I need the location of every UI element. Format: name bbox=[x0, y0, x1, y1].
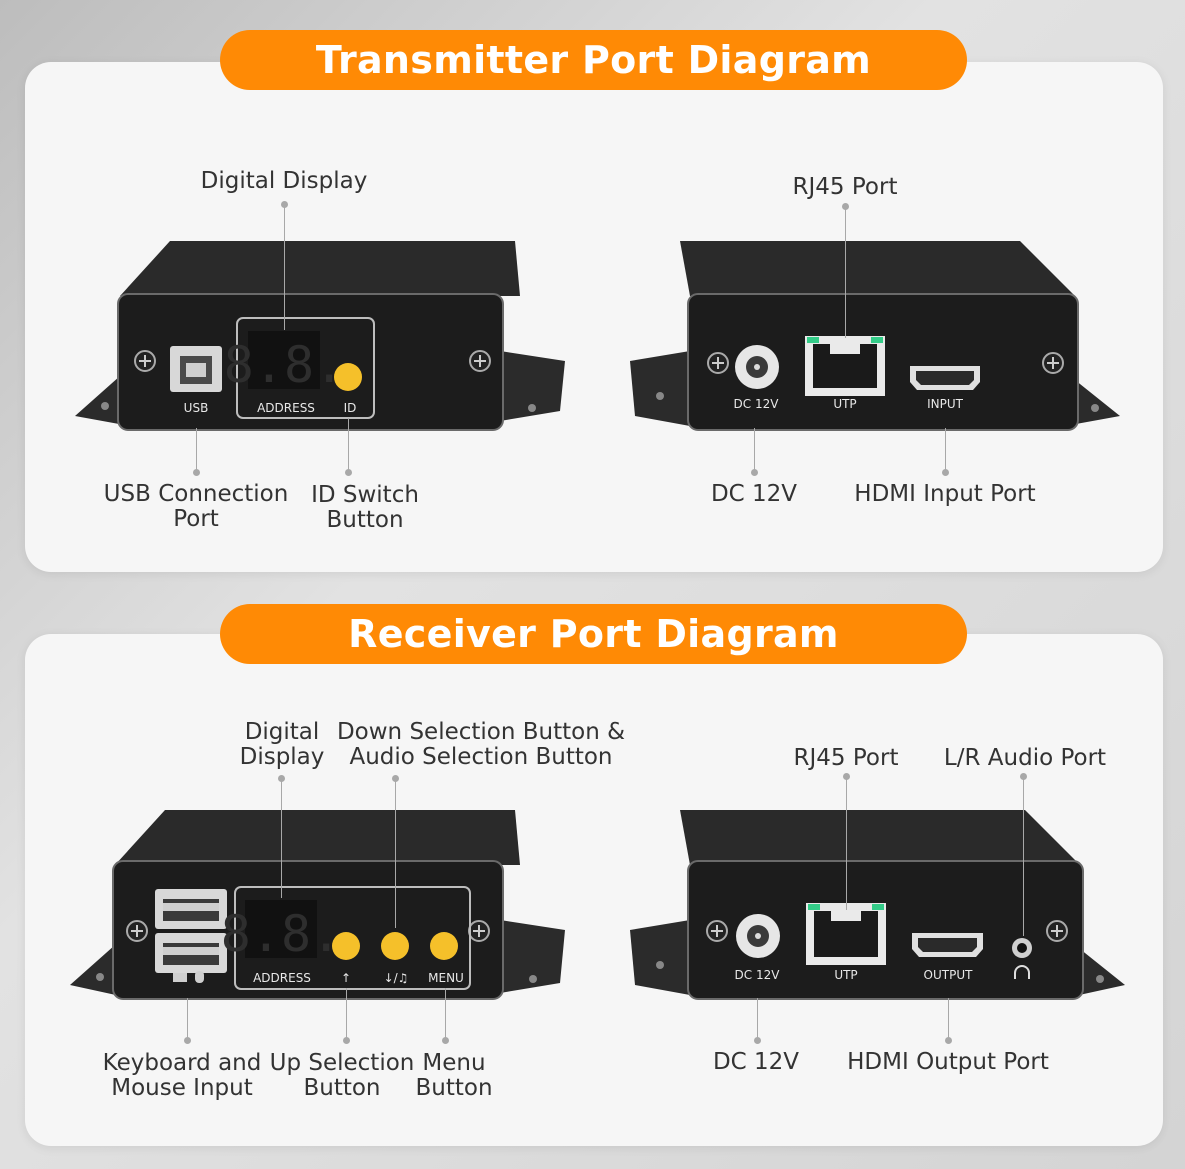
id-label: ID bbox=[344, 401, 357, 415]
utp-label: UTP bbox=[834, 968, 857, 982]
receiver-front-device: 8.8. ADDRESS ↑ ↓/♫ MENU bbox=[70, 810, 565, 1000]
leader-dot bbox=[184, 1037, 191, 1044]
dc-jack[interactable] bbox=[735, 345, 779, 389]
utp-label: UTP bbox=[833, 397, 856, 411]
leader-dot bbox=[754, 1037, 761, 1044]
callout-dc: DC 12V bbox=[710, 481, 798, 507]
rj45-port[interactable] bbox=[806, 903, 886, 965]
menu-label: MENU bbox=[428, 971, 464, 985]
leader-line bbox=[395, 778, 396, 928]
screw-left bbox=[126, 920, 148, 942]
transmitter-title: Transmitter Port Diagram bbox=[220, 30, 967, 90]
dc-label: DC 12V bbox=[735, 968, 781, 982]
leader-line bbox=[196, 428, 197, 472]
receiver-rear-device: DC 12V UTP OUTPUT bbox=[630, 810, 1125, 1000]
leader-line bbox=[187, 998, 188, 1040]
leader-line bbox=[284, 204, 285, 330]
screw-right bbox=[468, 920, 490, 942]
input-label: INPUT bbox=[927, 397, 964, 411]
leader-line bbox=[757, 998, 758, 1040]
hdmi-output-port[interactable] bbox=[912, 933, 983, 957]
callout-hdmi-output: HDMI Output Port bbox=[847, 1049, 1049, 1075]
audio-jack[interactable] bbox=[1012, 938, 1032, 958]
menu-button[interactable] bbox=[430, 932, 458, 960]
usb-port-label: USB bbox=[184, 401, 209, 415]
screw-left bbox=[707, 352, 729, 374]
leader-dot bbox=[942, 469, 949, 476]
screw-right bbox=[1046, 920, 1068, 942]
leader-line bbox=[445, 988, 446, 1040]
receiver-title: Receiver Port Diagram bbox=[220, 604, 967, 664]
callout-rj45-port: RJ45 Port bbox=[792, 174, 898, 200]
callout-hdmi-input: HDMI Input Port bbox=[854, 481, 1036, 507]
transmitter-front-device: USB 8.8. ADDRESS ID bbox=[75, 241, 565, 431]
keyboard-mouse-icon bbox=[173, 971, 204, 983]
down-audio-selection-button[interactable] bbox=[381, 932, 409, 960]
dc-jack[interactable] bbox=[736, 914, 780, 958]
leader-line bbox=[948, 998, 949, 1040]
leader-line bbox=[845, 206, 846, 338]
digital-display: 8.8. bbox=[221, 905, 341, 963]
dc-label: DC 12V bbox=[734, 397, 780, 411]
up-selection-button[interactable] bbox=[332, 932, 360, 960]
leader-line bbox=[754, 428, 755, 472]
callout-rj45-port: RJ45 Port bbox=[793, 745, 899, 771]
usb-port[interactable] bbox=[170, 346, 222, 392]
output-label: OUTPUT bbox=[924, 968, 974, 982]
hdmi-input-port[interactable] bbox=[910, 366, 980, 390]
rj45-port[interactable] bbox=[805, 336, 885, 396]
leader-line bbox=[1023, 776, 1024, 936]
leader-line bbox=[348, 418, 349, 472]
callout-dc: DC 12V bbox=[712, 1049, 800, 1075]
callout-audio-port: L/R Audio Port bbox=[943, 745, 1107, 771]
address-label: ADDRESS bbox=[253, 971, 311, 985]
callout-digital-display: Digital Display bbox=[200, 168, 368, 194]
leader-dot bbox=[343, 1037, 350, 1044]
headphone-icon bbox=[1014, 965, 1030, 979]
screw-left bbox=[134, 350, 156, 372]
leader-dot bbox=[442, 1037, 449, 1044]
digital-display: 8.8. bbox=[224, 336, 344, 394]
screw-right bbox=[469, 350, 491, 372]
leader-dot bbox=[193, 469, 200, 476]
leader-line bbox=[945, 428, 946, 472]
screw-right bbox=[1042, 352, 1064, 374]
callout-down-audio-selection: Down Selection Button &Audio Selection B… bbox=[336, 719, 626, 770]
leader-dot bbox=[945, 1037, 952, 1044]
id-switch-button[interactable] bbox=[334, 363, 362, 391]
leader-dot bbox=[345, 469, 352, 476]
leader-dot bbox=[751, 469, 758, 476]
screw-left bbox=[706, 920, 728, 942]
up-label: ↑ bbox=[341, 971, 351, 985]
usb-a-ports[interactable] bbox=[155, 889, 227, 973]
down-audio-label: ↓/♫ bbox=[384, 971, 409, 985]
transmitter-rear-device: DC 12V UTP INPUT bbox=[630, 241, 1120, 431]
leader-line bbox=[281, 778, 282, 898]
leader-line bbox=[346, 988, 347, 1040]
address-label: ADDRESS bbox=[257, 401, 315, 415]
leader-line bbox=[846, 776, 847, 910]
